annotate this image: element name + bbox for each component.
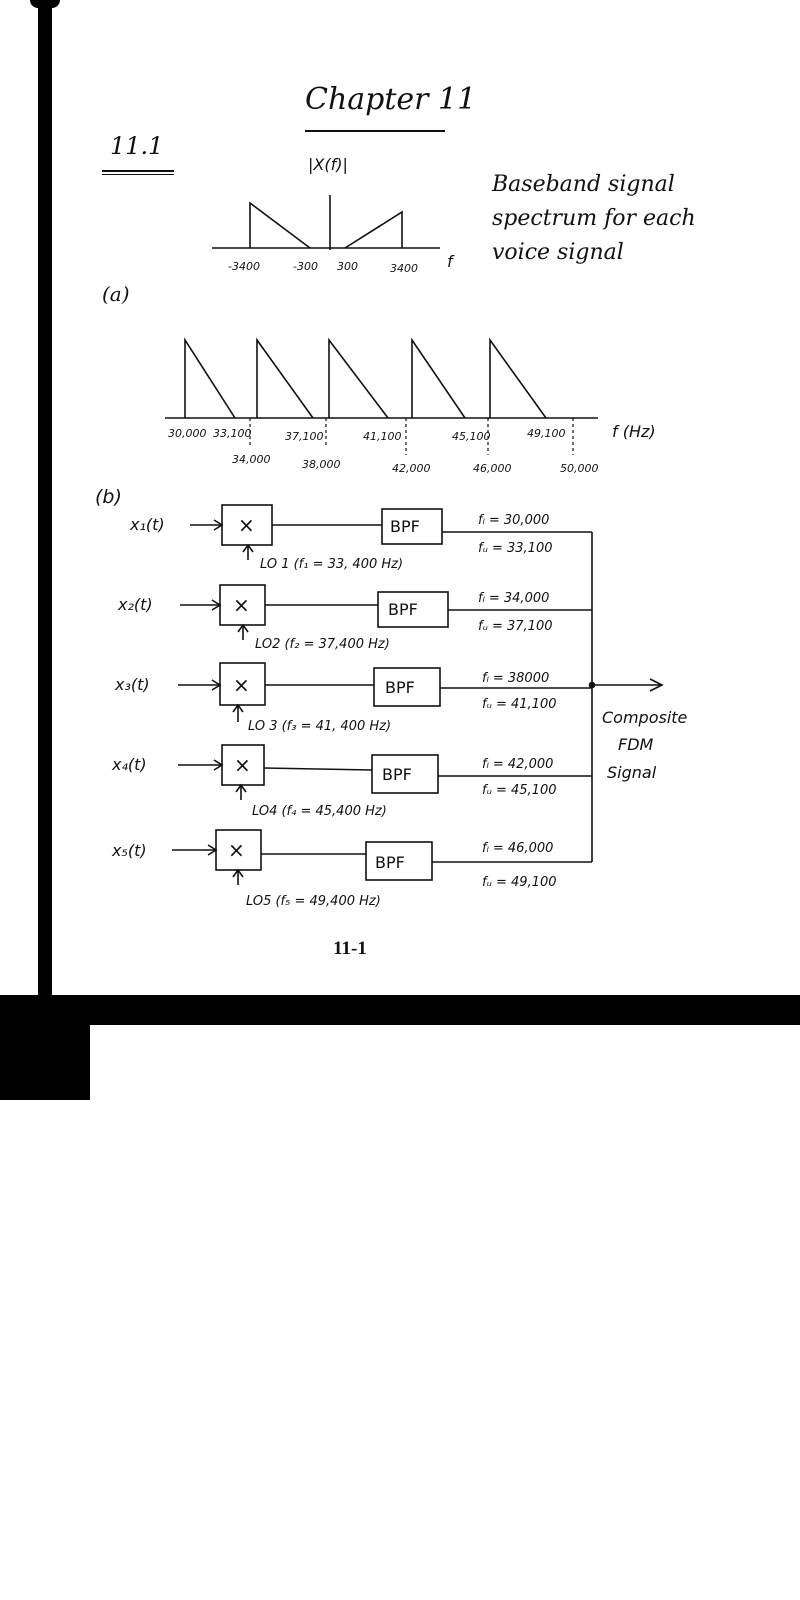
baseband-spectrum: [212, 195, 440, 250]
lo-arrowhead: [232, 868, 244, 878]
lo-arrowhead: [232, 703, 244, 713]
mixer-symbol: ×: [234, 753, 251, 777]
lo-label: LO 3 (f₃ = 41, 400 Hz): [248, 719, 391, 734]
fdm-channel-3: [328, 337, 389, 419]
lower-cutoff-label: fₗ = 38000: [482, 671, 549, 686]
lo-arrowhead: [237, 623, 249, 633]
fdm-upper-tick: 45,100: [452, 430, 491, 443]
lower-cutoff-label: fₗ = 30,000: [478, 513, 549, 528]
fdm-channel-4: [411, 337, 466, 419]
lo-label: LO 1 (f₁ = 33, 400 Hz): [260, 557, 403, 572]
mixer-to-filter-line: [263, 767, 373, 771]
baseband-tick: 300: [337, 260, 358, 273]
mixer-box: [221, 744, 265, 786]
section-underline: [102, 170, 174, 172]
baseband-tick: -300: [293, 260, 318, 273]
mixer-symbol: ×: [238, 513, 255, 537]
section-number: 11.1: [110, 132, 164, 160]
fdm-upper-tick: 37,100: [285, 430, 324, 443]
channel-input-label: x₂(t): [117, 595, 153, 614]
output-label-line: Signal: [607, 763, 657, 782]
upper-cutoff-label: fᵤ = 37,100: [478, 619, 552, 634]
fdm-axis-label: f (Hz): [612, 422, 656, 441]
summing-junction: [588, 681, 596, 689]
bpf-label: BPF: [375, 853, 405, 872]
fdm-lower-tick: 34,000: [232, 453, 271, 466]
lower-cutoff-label: fₗ = 34,000: [478, 591, 549, 606]
baseband-upper-sideband: [344, 210, 403, 249]
part-b-label: (b): [95, 486, 122, 508]
mixer-symbol: ×: [233, 593, 250, 617]
side-note: Baseband signal spectrum for each voice …: [492, 172, 696, 265]
fdm-channel-1: [184, 337, 236, 419]
lo-label: LO5 (f₅ = 49,400 Hz): [246, 894, 381, 909]
channel-input-label: x₅(t): [111, 841, 147, 860]
fdm-upper-tick: 41,100: [363, 430, 402, 443]
baseband-tick: -3400: [228, 260, 260, 273]
fdm-lower-tick: 50,000: [560, 462, 599, 475]
output-label-line: FDM: [618, 735, 654, 754]
fdm-lower-tick: 38,000: [302, 458, 341, 471]
fdm-upper-tick: 30,000: [168, 427, 207, 440]
section-underline-2: [102, 174, 174, 175]
mixer-symbol: ×: [233, 673, 250, 697]
fdm-lower-tick: 42,000: [392, 462, 431, 475]
page-number: 11-1: [333, 938, 367, 959]
fdm-upper-tick: 33,100: [213, 427, 252, 440]
fdm-upper-tick: 49,100: [527, 427, 566, 440]
bpf-box: [371, 754, 439, 794]
fdm-channel-2: [256, 337, 314, 419]
part-a-label: (a): [102, 282, 130, 306]
bpf-label: BPF: [385, 678, 415, 697]
upper-cutoff-label: fᵤ = 33,100: [478, 541, 552, 556]
bpf-label: BPF: [388, 600, 418, 619]
bpf-label: BPF: [382, 765, 412, 784]
mixer-symbol: ×: [228, 838, 245, 862]
upper-cutoff-label: fᵤ = 49,100: [482, 875, 556, 890]
lo-arrowhead: [242, 543, 254, 553]
lo-label: LO2 (f₂ = 37,400 Hz): [255, 637, 390, 652]
fdm-channel-5: [489, 337, 547, 419]
lo-arrowhead: [235, 783, 247, 793]
mixer-box: [219, 662, 266, 706]
output-label-line: Composite: [602, 708, 688, 727]
baseband-ylabel: |X(f)|: [308, 155, 348, 174]
channel-input-label: x₃(t): [114, 675, 150, 694]
channel-input-label: x₁(t): [129, 515, 165, 534]
upper-cutoff-label: fᵤ = 41,100: [482, 697, 556, 712]
chapter-underline: [305, 130, 445, 132]
scan-shadow-band: [0, 995, 800, 1025]
composite-output-arrowhead: [649, 678, 664, 692]
chapter-title: Chapter 11: [305, 82, 477, 117]
baseband-tick: 3400: [390, 262, 418, 275]
fdm-block-diagram: [172, 504, 664, 885]
scan-shadow-corner: [0, 995, 90, 1100]
bpf-box: [365, 841, 433, 881]
lower-cutoff-label: fₗ = 42,000: [482, 757, 553, 772]
lo-label: LO4 (f₄ = 45,400 Hz): [252, 804, 387, 819]
bpf-box: [373, 667, 441, 707]
binding-edge: [38, 0, 52, 1010]
upper-cutoff-label: fᵤ = 45,100: [482, 783, 556, 798]
baseband-axis-label: f: [447, 252, 455, 271]
fdm-lower-tick: 46,000: [473, 462, 512, 475]
channel-input-label: x₄(t): [111, 755, 147, 774]
fdm-spectrum: [165, 337, 598, 419]
bpf-box: [381, 508, 443, 545]
baseband-lower-sideband: [249, 201, 311, 249]
binding-edge-cap: [30, 0, 60, 8]
bpf-label: BPF: [390, 517, 420, 536]
lower-cutoff-label: fₗ = 46,000: [482, 841, 553, 856]
